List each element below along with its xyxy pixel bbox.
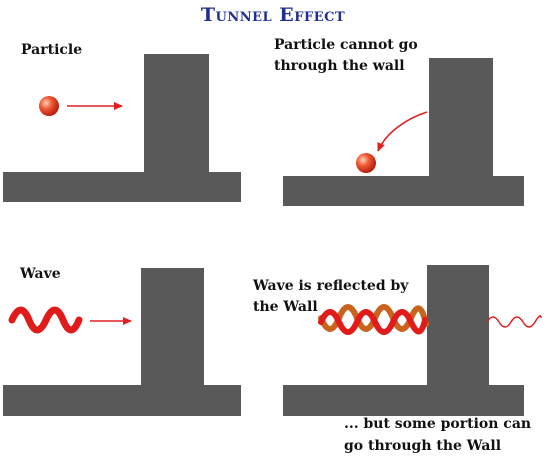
wall-barrier [144, 54, 209, 174]
wave-reflected-label-line2: the Wall [253, 299, 318, 315]
particle-ball-icon [39, 96, 59, 116]
tunnel-note-line2: go through the Wall [344, 438, 501, 454]
panel-particle: Particle [3, 42, 241, 202]
wall-barrier [141, 268, 204, 388]
panel-particle-blocked: Particle cannot go through the wall [274, 37, 524, 206]
transmitted-wave-icon [486, 315, 542, 328]
floor [3, 385, 241, 416]
wave-reflected-label-line1: Wave is reflected by [252, 278, 409, 294]
wall-barrier [429, 58, 493, 178]
panel-wave: Wave [3, 266, 241, 416]
tunnel-note-line1: ... but some portion can [344, 416, 531, 432]
wall-barrier [427, 265, 489, 387]
wave-label: Wave [19, 266, 61, 282]
panel-wave-reflected: Wave is reflected by the Wall ... but so… [252, 265, 542, 454]
particle-blocked-label-line1: Particle cannot go [274, 37, 418, 53]
particle-blocked-label-line2: through the wall [274, 58, 405, 74]
particle-ball-icon [356, 153, 376, 173]
diagram-title: Tunnel Effect [201, 4, 345, 26]
curved-arrow-icon [377, 111, 428, 152]
floor [283, 385, 524, 416]
incident-wave-icon [318, 309, 428, 335]
wave-squiggle-icon [8, 306, 83, 334]
floor [3, 172, 241, 202]
particle-label: Particle [21, 42, 82, 58]
floor [283, 176, 524, 206]
